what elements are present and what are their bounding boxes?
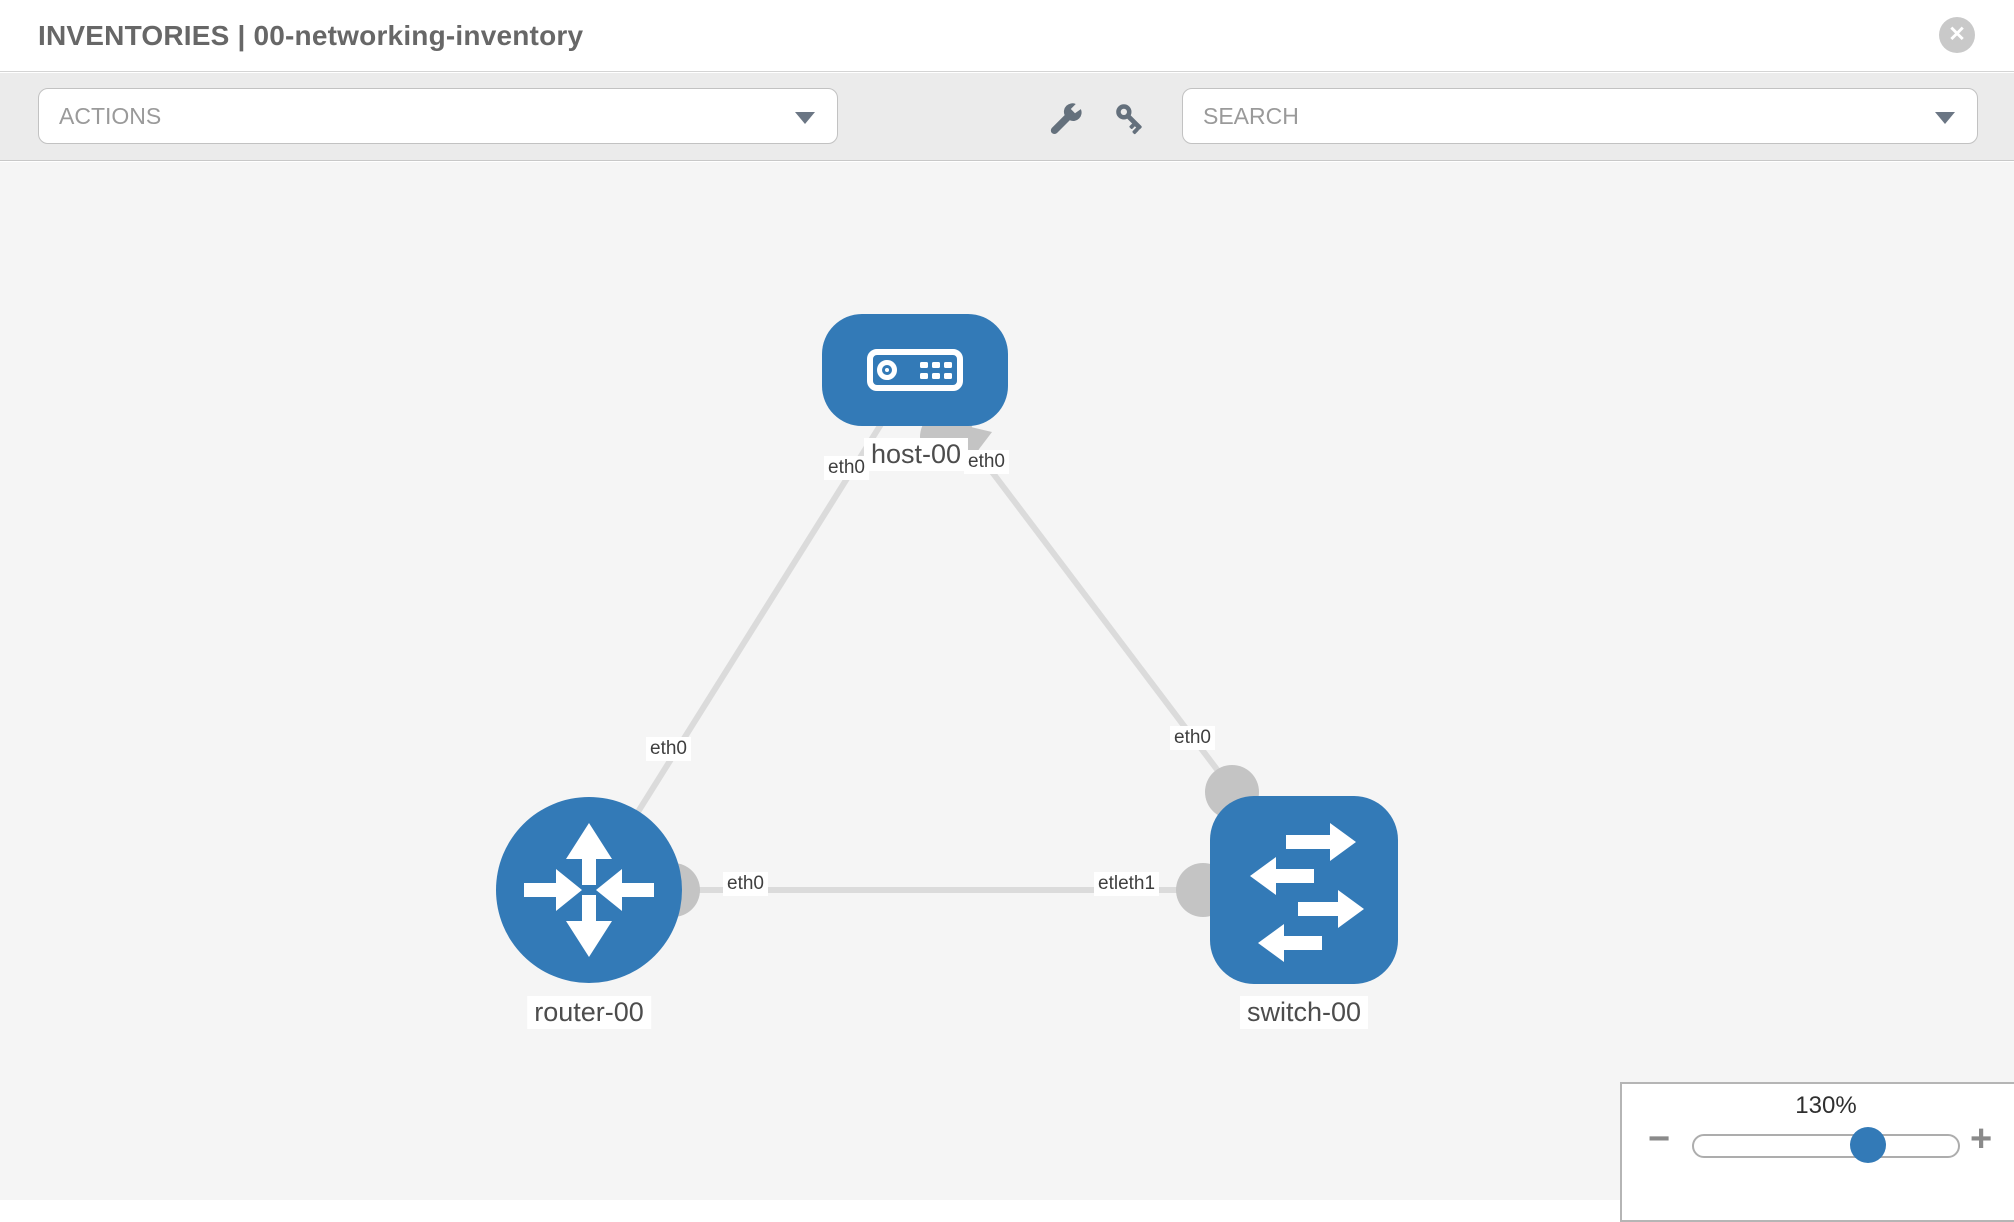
zoom-panel: 130% − +: [1620, 1082, 2014, 1222]
key-icon[interactable]: [1112, 100, 1148, 136]
node-host-00[interactable]: [822, 314, 1008, 426]
iface-label-host-right: eth0: [964, 450, 1009, 474]
iface-label-link-switch: eth0: [1170, 726, 1215, 750]
search-placeholder: SEARCH: [1203, 103, 1299, 129]
zoom-slider-track[interactable]: [1692, 1134, 1960, 1158]
router-icon: [524, 823, 654, 957]
close-icon[interactable]: ✕: [1939, 17, 1975, 53]
zoom-level: 130%: [1795, 1092, 1857, 1119]
node-switch-00[interactable]: [1210, 796, 1398, 984]
chevron-down-icon: [795, 112, 815, 124]
zoom-slider-thumb[interactable]: [1850, 1127, 1886, 1163]
zoom-in-button[interactable]: +: [1970, 1118, 1993, 1160]
actions-dropdown-label: ACTIONS: [59, 103, 162, 129]
iface-label-switch-west: etleth1: [1094, 872, 1160, 896]
actions-dropdown[interactable]: ACTIONS: [38, 88, 838, 144]
page-title: INVENTORIES | 00-networking-inventory: [38, 20, 584, 51]
wrench-icon[interactable]: [1048, 100, 1084, 136]
zoom-out-button[interactable]: −: [1648, 1118, 1671, 1160]
chevron-down-icon: [1935, 112, 1955, 124]
iface-label-router-east: eth0: [723, 872, 768, 896]
node-label-router: router-00: [527, 996, 651, 1029]
iface-label-host-left: eth0: [824, 456, 869, 480]
search-dropdown[interactable]: SEARCH: [1182, 88, 1978, 144]
host-icon: [867, 349, 963, 391]
node-router-00[interactable]: [496, 797, 682, 983]
iface-label-link-router: eth0: [646, 737, 691, 761]
page-header: INVENTORIES | 00-networking-inventory ✕: [0, 0, 2014, 72]
toolbar: ACTIONS SEARCH: [0, 73, 2014, 161]
node-label-switch: switch-00: [1239, 996, 1369, 1029]
switch-icon: [1250, 823, 1364, 962]
topology-canvas[interactable]: host-00 router-00 switch-00 eth0 eth0 et…: [0, 162, 2014, 1200]
node-label-host: host-00: [863, 438, 969, 471]
topology-links: [586, 368, 1237, 893]
